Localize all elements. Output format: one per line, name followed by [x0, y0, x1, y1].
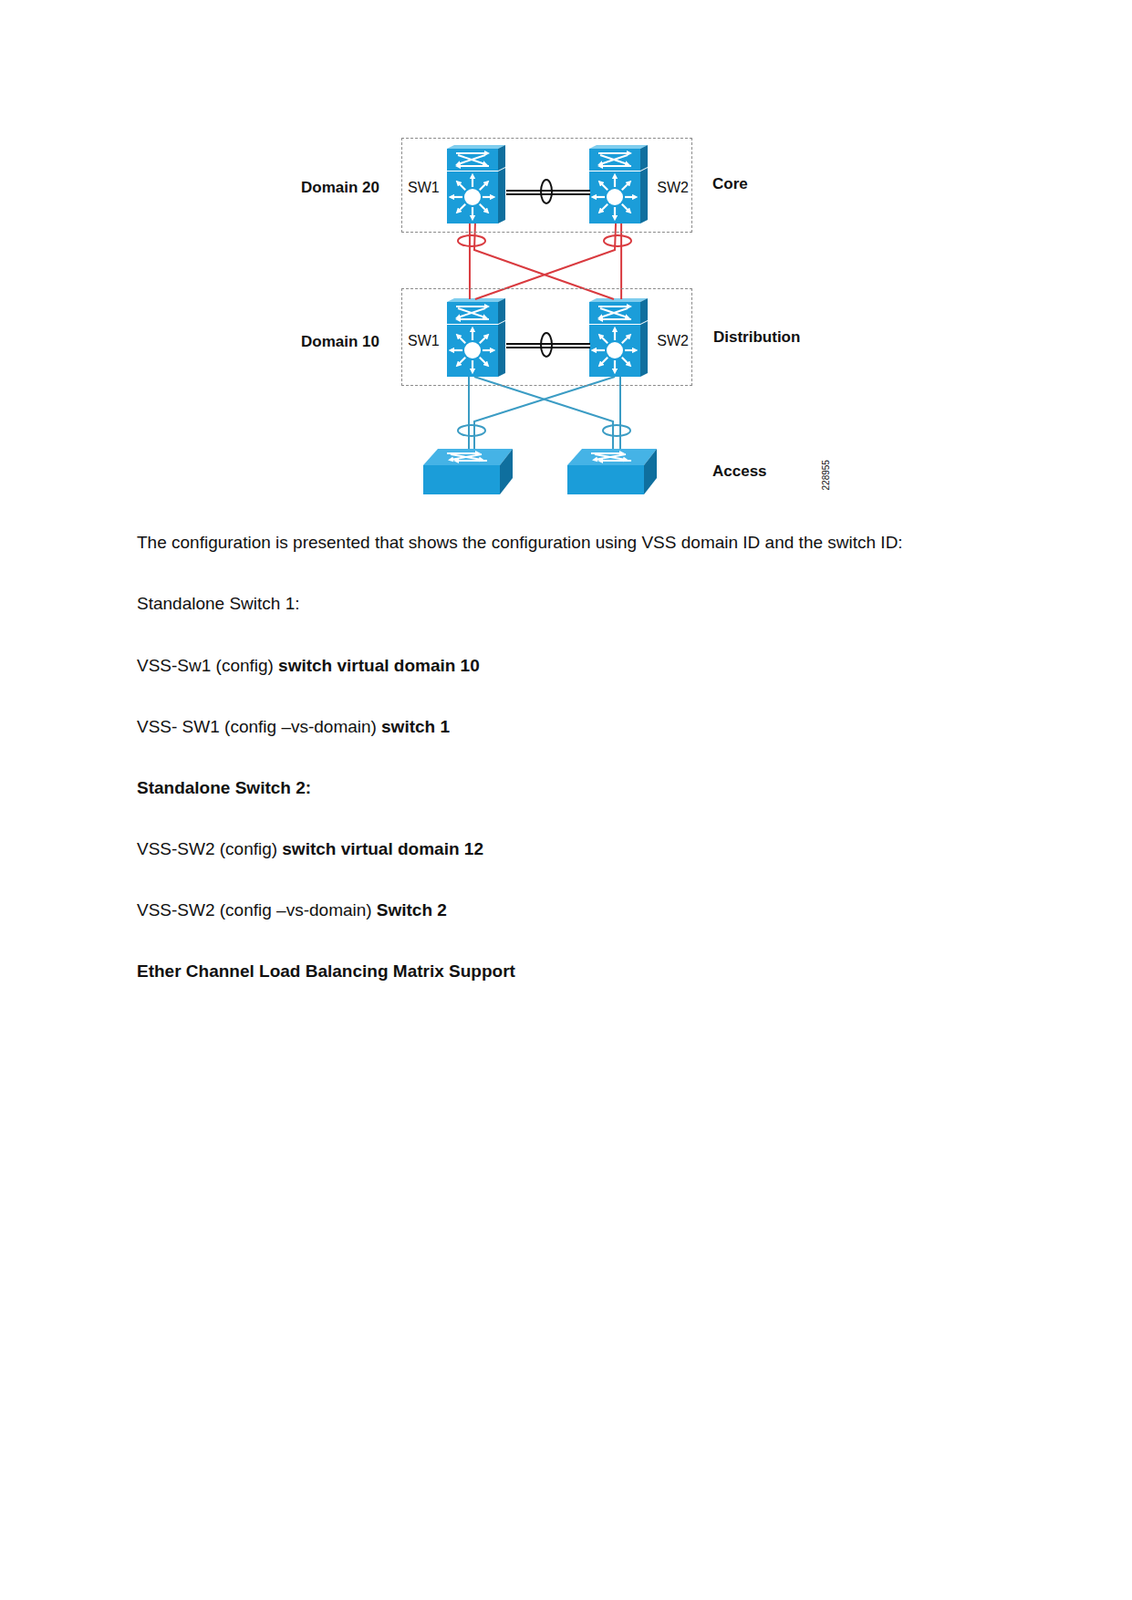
- switch-icon: [446, 145, 506, 224]
- vsl-link: [506, 342, 591, 349]
- body-text: Standalone Switch 1:: [136, 593, 301, 613]
- command-text: Standalone Switch 2:: [136, 778, 312, 798]
- switch-node: SW1: [405, 145, 507, 224]
- vss-domain-box: SW1SW2Domain 20Core: [401, 137, 693, 233]
- switch-icon: [589, 298, 648, 377]
- body-text: VSS-SW2 (config): [136, 839, 278, 859]
- text-line: The configuration is presented that show…: [136, 532, 904, 554]
- text-line: VSS-Sw1 (config)switch virtual domain 10: [136, 655, 480, 677]
- text-line: Ether Channel Load Balancing Matrix Supp…: [136, 961, 516, 983]
- vsl-link: [506, 189, 591, 196]
- layer-label: Access: [712, 462, 768, 481]
- text-line: Standalone Switch 1:: [136, 593, 301, 615]
- switch-node: SW2: [590, 299, 691, 377]
- switch-node: SW2: [590, 145, 691, 224]
- command-text: Switch 2: [376, 900, 447, 920]
- channel-oval: [540, 332, 552, 357]
- layer-label: Distribution: [713, 329, 800, 347]
- text-line: VSS- SW1 (config –vs-domain)switch 1: [136, 716, 450, 738]
- access-uplinks: [468, 376, 621, 449]
- domain-label: Domain 10: [301, 333, 380, 352]
- link-gap: [506, 344, 591, 347]
- command-text: switch virtual domain 10: [278, 655, 480, 676]
- figure-number: 228955: [820, 459, 832, 490]
- access-switch-icon: [567, 448, 657, 495]
- command-text: switch 1: [381, 716, 450, 737]
- channel-oval: [457, 235, 486, 247]
- body-text: VSS-SW2 (config –vs-domain): [136, 900, 373, 920]
- domain-label: Domain 20: [301, 179, 380, 198]
- channel-oval: [602, 425, 631, 437]
- command-text: Ether Channel Load Balancing Matrix Supp…: [136, 961, 516, 981]
- command-text: switch virtual domain 12: [281, 839, 484, 859]
- switch-id: SW2: [656, 332, 689, 350]
- channel-oval: [457, 425, 486, 437]
- channel-oval: [603, 235, 632, 247]
- text-line: Standalone Switch 2:: [136, 778, 312, 800]
- switch-id: SW1: [407, 332, 440, 350]
- text-line: VSS-SW2 (config)switch virtual domain 12: [136, 839, 484, 861]
- switch-icon: [589, 145, 648, 224]
- channel-oval: [540, 179, 552, 204]
- switch-icon: [446, 298, 506, 377]
- switch-node: SW1: [405, 299, 507, 377]
- switch-id: SW2: [656, 179, 689, 197]
- switch-id: SW1: [407, 179, 440, 197]
- body-text: The configuration is presented that show…: [136, 532, 904, 552]
- body-text: VSS-Sw1 (config): [136, 655, 274, 676]
- access-switch-icon: [423, 448, 513, 495]
- link-gap: [506, 191, 591, 194]
- vss-domain-box: SW1SW2Domain 10Distribution: [401, 288, 693, 386]
- layer-label: Core: [712, 176, 748, 194]
- text-line: VSS-SW2 (config –vs-domain)Switch 2: [136, 900, 447, 922]
- body-text: VSS- SW1 (config –vs-domain): [136, 716, 377, 737]
